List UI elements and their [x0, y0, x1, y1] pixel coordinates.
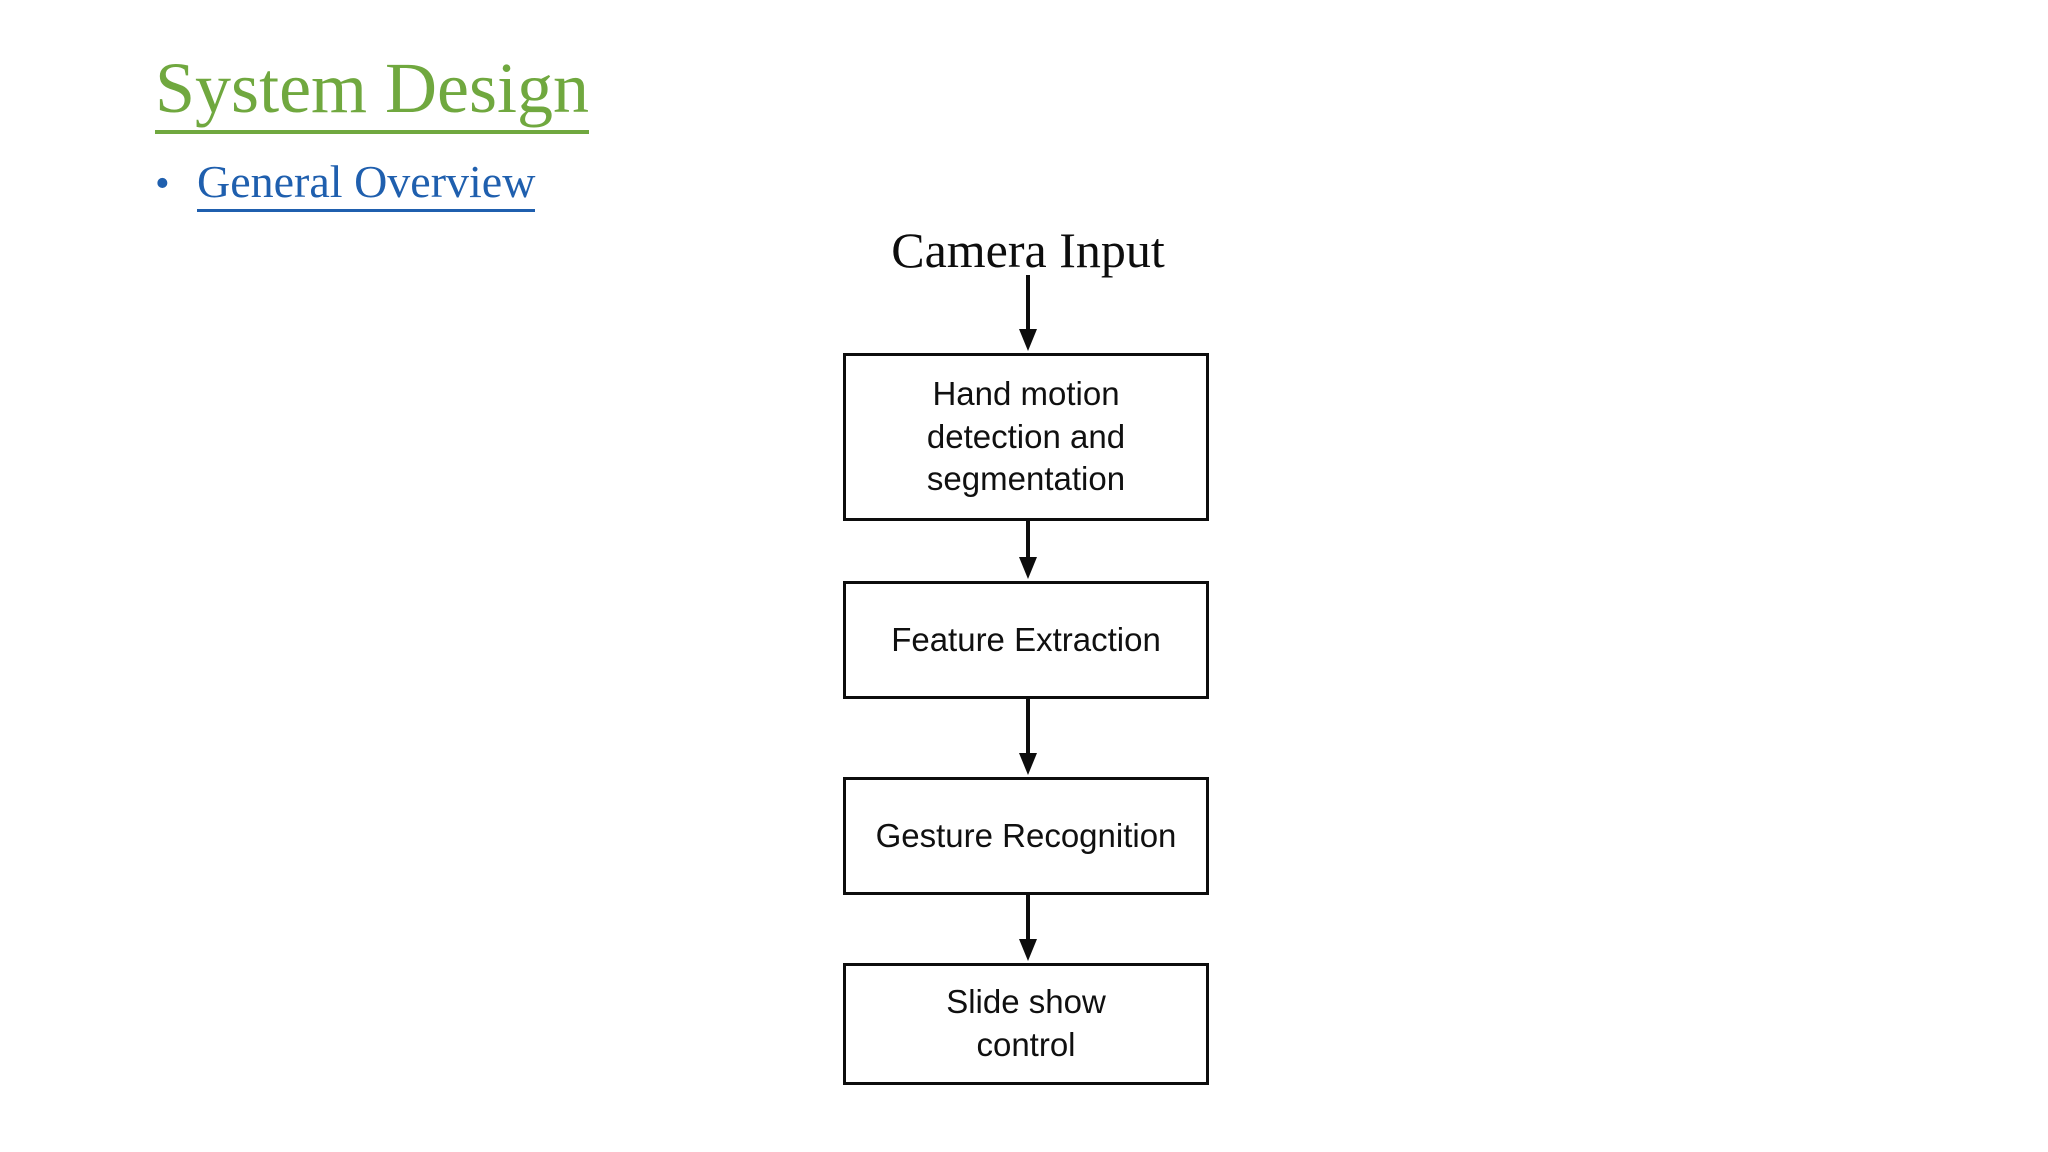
node-line: detection and — [926, 417, 1126, 455]
node-line: Slide show — [946, 983, 1106, 1021]
arrow-feature-extraction-to-gesture-recognition — [1019, 699, 1037, 775]
page-title-text: System Design — [155, 48, 590, 134]
node-line: Gesture Recognition — [875, 816, 1177, 854]
arrow-gesture-recognition-to-slide-show-control — [1019, 895, 1037, 961]
flowchart-node-gesture-recognition[interactable]: Gesture Recognition — [843, 777, 1209, 895]
arrow-hand-motion-to-feature-extraction — [1019, 521, 1037, 579]
bullet-item-label: General Overview — [197, 155, 536, 212]
system-design-flowchart: Camera Input Hand motion detection and s… — [843, 225, 1213, 1085]
flowchart-node-feature-extraction[interactable]: Feature Extraction — [843, 581, 1209, 699]
node-line: Hand motion — [932, 374, 1120, 412]
page-title: System Design — [155, 48, 590, 134]
bullet-point-icon: • — [155, 161, 170, 207]
node-line: Feature Extraction — [891, 620, 1161, 658]
arrow-camera-to-hand-motion — [1019, 275, 1037, 351]
flowchart-source-label: Camera Input — [891, 222, 1165, 278]
node-line: control — [976, 1026, 1076, 1063]
flowchart-node-slide-show-control[interactable]: Slide show control — [843, 963, 1209, 1085]
flowchart-node-hand-motion[interactable]: Hand motion detection and segmentation — [843, 353, 1209, 521]
bullet-list-item: • General Overview — [155, 155, 536, 212]
node-line: segmentation — [926, 460, 1126, 498]
